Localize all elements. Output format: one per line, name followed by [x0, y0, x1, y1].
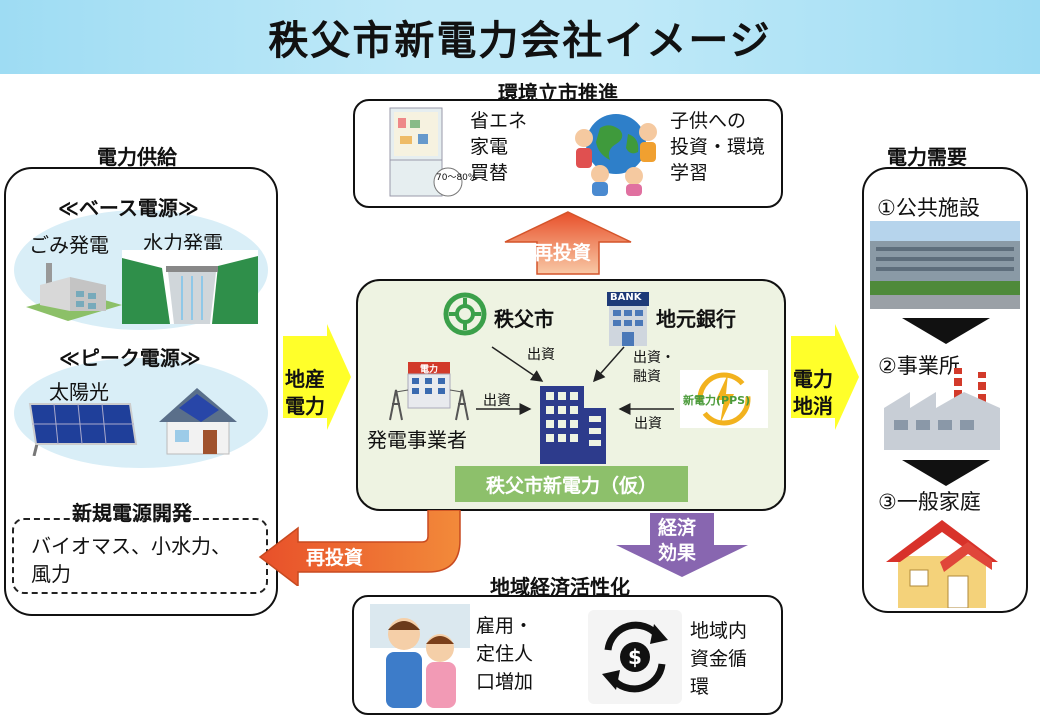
solar-label: 太陽光	[49, 380, 109, 404]
pps-label: 新電力(PPS)	[683, 394, 751, 407]
economic-effect-line1: 経済	[658, 517, 697, 539]
eco-appliance-text: 省エネ 家電 買替	[470, 108, 527, 186]
public-building-icon	[870, 221, 1020, 309]
invest-label-pps: 出資	[634, 416, 662, 432]
business-label: ②事業所	[878, 354, 960, 378]
solar-house-icon	[159, 388, 237, 455]
demand-heading: 電力需要	[887, 145, 967, 169]
local-consumption-line2: 地消	[793, 394, 833, 418]
bank-sign: BANK	[610, 292, 642, 303]
jobs-line-3: 口増加	[476, 671, 534, 693]
solar-panel-icon	[28, 403, 138, 456]
demand-down-arrow-2	[902, 460, 990, 486]
reinvest-up-arrow	[504, 211, 632, 275]
page-title: 秩父市新電力会社イメージ	[268, 18, 772, 64]
new-development-line2: 風力	[31, 562, 71, 586]
children-globe-icon	[575, 114, 657, 196]
local-consumption-arrow	[791, 324, 859, 430]
reinvest-left-label: 再投資	[306, 547, 364, 569]
local-production-arrow	[283, 324, 351, 430]
local-consumption-text: 電力 地消	[793, 366, 833, 420]
investment-arrows	[476, 346, 674, 415]
fridge-badge: 70～80%	[436, 173, 477, 183]
new-development-line1: バイオマス、小水力、	[31, 534, 231, 558]
bank-building-icon	[607, 292, 649, 346]
economic-effect-arrow	[616, 513, 748, 577]
invest-label-bank-1: 出資・	[633, 350, 675, 366]
local-consumption-line1: 電力	[793, 367, 833, 391]
pps-lightning-icon	[697, 372, 751, 426]
money-circulation-icon: $	[588, 610, 682, 704]
reinvest-top-label: 再投資	[534, 242, 592, 264]
fund-circulation-text: 地域内 資金循 環	[690, 617, 747, 701]
jobs-line-1: 雇用・	[476, 615, 534, 637]
eco-line-3: 買替	[470, 162, 509, 184]
fund-line-3: 環	[690, 676, 710, 698]
workers-icon	[370, 604, 470, 708]
household-label: ③一般家庭	[878, 490, 981, 514]
local-production-line2: 電力	[285, 394, 325, 418]
chichibu-city-label: 秩父市	[494, 307, 554, 331]
jobs-line-2: 定住人	[476, 643, 534, 665]
demand-down-arrow-1	[902, 318, 990, 344]
local-production-text: 地産 電力	[285, 366, 325, 420]
economic-effect-text: 経済 効果	[658, 516, 696, 566]
kids-line-3: 学習	[670, 162, 709, 184]
eco-line-2: 家電	[470, 136, 509, 158]
eco-line-1: 省エネ	[470, 110, 528, 132]
svg-text:$: $	[628, 645, 642, 669]
invest-label-bank-2: 融資	[633, 369, 661, 385]
new-power-company-name: 秩父市新電力（仮）	[455, 466, 688, 502]
reinvest-left-arrow	[258, 510, 461, 586]
dam-icon	[122, 250, 258, 324]
new-development-title: 新規電源開発	[72, 501, 192, 525]
invest-label-generator: 出資	[483, 393, 511, 409]
economic-effect-line2: 効果	[658, 542, 697, 564]
factory-icon	[884, 368, 1000, 450]
power-company-sign: 電力	[420, 365, 439, 375]
title-banner: 秩父市新電力会社イメージ	[0, 0, 1040, 74]
public-facility-label: ①公共施設	[877, 196, 980, 220]
local-production-line1: 地産	[285, 367, 325, 391]
kids-line-1: 子供への	[670, 110, 747, 132]
house-icon	[886, 520, 998, 608]
fridge-icon	[389, 107, 463, 197]
jobs-text: 雇用・ 定住人 口増加	[476, 612, 533, 696]
power-company-icon	[389, 362, 469, 421]
company-building-icon	[540, 386, 606, 464]
generator-label: 発電事業者	[367, 428, 467, 452]
invest-label-city: 出資	[527, 347, 555, 363]
fund-line-2: 資金循	[690, 648, 748, 670]
base-source-title: ≪ベース電源≫	[58, 196, 199, 220]
kids-investment-text: 子供への 投資・環境 学習	[670, 108, 765, 186]
local-bank-label: 地元銀行	[656, 307, 736, 331]
peak-source-title: ≪ピーク電源≫	[59, 346, 201, 370]
kids-line-2: 投資・環境	[670, 136, 766, 158]
fund-line-1: 地域内	[690, 620, 748, 642]
supply-heading: 電力供給	[97, 145, 177, 169]
garbage-power-label: ごみ発電	[29, 233, 109, 257]
chichibu-emblem-icon	[443, 292, 487, 336]
incinerator-plant-icon	[26, 263, 122, 321]
